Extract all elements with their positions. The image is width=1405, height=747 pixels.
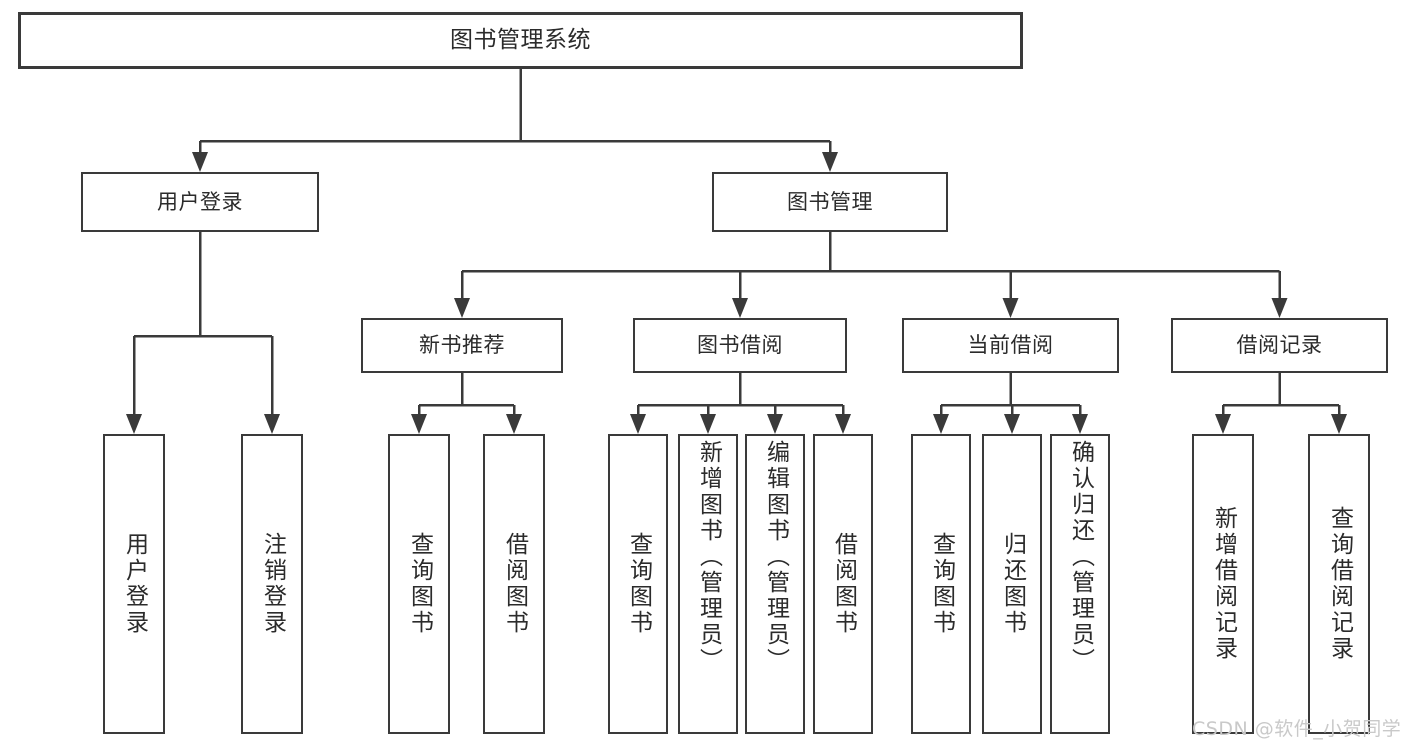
- node-current[interactable]: 当前借阅: [902, 318, 1119, 373]
- arrowhead-records: [1271, 298, 1288, 318]
- node-label: 查询图书: [625, 532, 652, 636]
- node-l7[interactable]: 编辑图书（管理员）: [745, 434, 805, 734]
- arrowhead-l5: [630, 414, 646, 434]
- node-root[interactable]: 图书管理系统: [18, 12, 1023, 69]
- node-label: 借阅记录: [1236, 333, 1323, 358]
- arrowhead-l11: [1072, 414, 1088, 434]
- node-label: 归还图书: [999, 532, 1026, 636]
- node-newbooks[interactable]: 新书推荐: [361, 318, 563, 373]
- arrowhead-l10: [1004, 414, 1020, 434]
- arrowhead-l7: [767, 414, 783, 434]
- node-l11[interactable]: 确认归还（管理员）: [1050, 434, 1110, 734]
- node-label: 当前借阅: [967, 333, 1054, 358]
- arrowhead-l6: [700, 414, 716, 434]
- node-label: 新书推荐: [419, 333, 505, 358]
- node-label: 确认归还（管理员）: [1067, 440, 1094, 674]
- node-label: 查询借阅记录: [1326, 506, 1353, 662]
- node-l12[interactable]: 新增借阅记录: [1192, 434, 1254, 734]
- node-label: 图书管理系统: [450, 26, 591, 53]
- node-l1[interactable]: 用户登录: [103, 434, 165, 734]
- arrowhead-borrow: [732, 298, 748, 318]
- arrowhead-l4: [506, 414, 522, 434]
- node-bookmgr[interactable]: 图书管理: [712, 172, 948, 232]
- csdn-watermark: CSDN @软件_小贺同学: [1192, 718, 1402, 740]
- arrowhead-l13: [1331, 414, 1347, 434]
- node-label: 查询图书: [406, 532, 433, 636]
- node-l8[interactable]: 借阅图书: [813, 434, 873, 734]
- node-label: 借阅图书: [501, 532, 528, 636]
- arrowhead-l1: [126, 414, 142, 434]
- arrowhead-l3: [411, 414, 427, 434]
- node-label: 用户登录: [157, 189, 243, 214]
- node-label: 新增图书（管理员）: [695, 440, 722, 674]
- node-login[interactable]: 用户登录: [81, 172, 319, 232]
- node-l3[interactable]: 查询图书: [388, 434, 450, 734]
- arrowhead-bookmgr: [822, 152, 838, 172]
- arrowhead-l8: [835, 414, 851, 434]
- node-l4[interactable]: 借阅图书: [483, 434, 545, 734]
- arrowhead-newbooks: [454, 298, 470, 318]
- arrowhead-l9: [933, 414, 949, 434]
- node-l9[interactable]: 查询图书: [911, 434, 971, 734]
- node-label: 查询图书: [928, 532, 955, 636]
- node-label: 用户登录: [121, 532, 148, 636]
- node-l13[interactable]: 查询借阅记录: [1308, 434, 1370, 734]
- arrowhead-l12: [1215, 414, 1231, 434]
- node-l2[interactable]: 注销登录: [241, 434, 303, 734]
- arrowhead-login: [192, 152, 208, 172]
- node-l6[interactable]: 新增图书（管理员）: [678, 434, 738, 734]
- node-label: 编辑图书（管理员）: [762, 440, 789, 674]
- node-label: 注销登录: [259, 532, 286, 636]
- node-records[interactable]: 借阅记录: [1171, 318, 1388, 373]
- node-label: 图书借阅: [697, 333, 783, 358]
- node-borrow[interactable]: 图书借阅: [633, 318, 847, 373]
- node-l5[interactable]: 查询图书: [608, 434, 668, 734]
- node-label: 借阅图书: [830, 532, 857, 636]
- node-label: 新增借阅记录: [1210, 506, 1237, 662]
- arrowhead-current: [1002, 298, 1019, 318]
- node-label: 图书管理: [787, 189, 873, 214]
- arrowhead-l2: [264, 414, 280, 434]
- node-l10[interactable]: 归还图书: [982, 434, 1042, 734]
